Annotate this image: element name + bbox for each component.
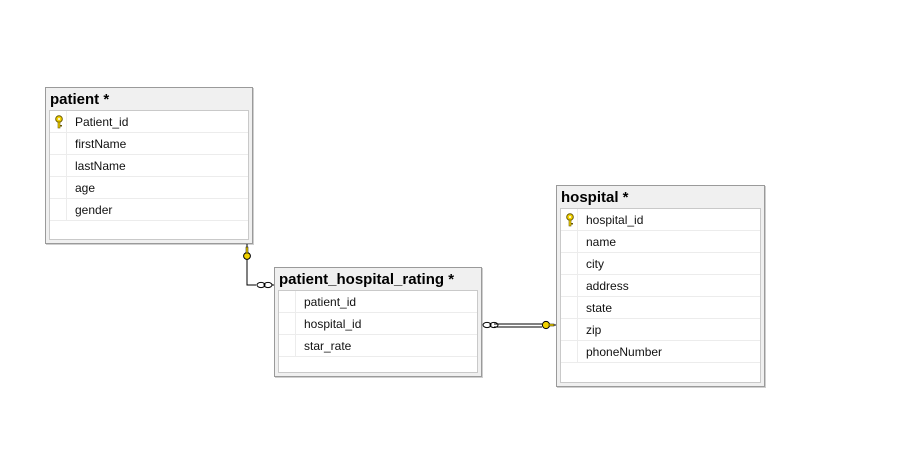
table-title-patient-hospital-rating: patient_hospital_rating * [279, 271, 455, 288]
column-name: hospital_id [586, 213, 644, 227]
key-icon [541, 320, 555, 330]
column-name: city [586, 257, 604, 271]
column-name: age [75, 181, 96, 195]
column-row[interactable]: firstName [50, 133, 248, 155]
column-row[interactable]: age [50, 177, 248, 199]
relationship-patient-rating[interactable] [243, 244, 274, 289]
column-row[interactable]: star_rate [279, 335, 477, 357]
row-selector[interactable] [561, 319, 578, 340]
row-selector[interactable] [279, 291, 296, 312]
column-row[interactable]: Patient_id [50, 111, 248, 133]
column-name: hospital_id [304, 317, 362, 331]
row-selector[interactable] [561, 253, 578, 274]
row-selector[interactable] [561, 209, 578, 230]
column-grid-hospital: hospital_id name city address state zip … [560, 208, 761, 383]
column-grid-patient-hospital-rating: patient_id hospital_id star_rate [278, 290, 478, 373]
table-hospital[interactable]: hospital * hospital_id name city address [556, 185, 765, 387]
column-name: state [586, 301, 613, 315]
column-name: Patient_id [75, 115, 129, 129]
key-icon [55, 115, 63, 129]
row-selector[interactable] [50, 111, 67, 132]
infinity-icon [482, 321, 499, 329]
key-icon [566, 213, 574, 227]
table-patient[interactable]: patient * Patient_id firstName lastName … [45, 87, 253, 244]
column-name: phoneNumber [586, 345, 663, 359]
row-selector[interactable] [50, 199, 67, 220]
column-name: name [586, 235, 617, 249]
column-row[interactable]: lastName [50, 155, 248, 177]
table-patient-hospital-rating[interactable]: patient_hospital_rating * patient_id hos… [274, 267, 482, 377]
infinity-icon [256, 281, 273, 289]
row-selector[interactable] [279, 335, 296, 356]
column-row[interactable]: phoneNumber [561, 341, 760, 363]
column-name: firstName [75, 137, 127, 151]
row-selector[interactable] [561, 341, 578, 362]
row-selector[interactable] [50, 133, 67, 154]
column-name: gender [75, 203, 113, 217]
column-row[interactable]: gender [50, 199, 248, 221]
row-selector[interactable] [50, 155, 67, 176]
column-grid-patient: Patient_id firstName lastName age gender [49, 110, 249, 240]
key-icon [243, 246, 251, 260]
column-row[interactable]: zip [561, 319, 760, 341]
row-selector[interactable] [561, 297, 578, 318]
column-name: lastName [75, 159, 126, 173]
column-row[interactable]: patient_id [279, 291, 477, 313]
column-row[interactable]: hospital_id [561, 209, 760, 231]
row-selector[interactable] [279, 313, 296, 334]
column-name: patient_id [304, 295, 357, 309]
column-row[interactable]: address [561, 275, 760, 297]
column-name: zip [586, 323, 602, 337]
relationship-hospital-rating[interactable] [482, 320, 556, 330]
row-selector[interactable] [561, 275, 578, 296]
column-row[interactable]: name [561, 231, 760, 253]
column-row[interactable]: hospital_id [279, 313, 477, 335]
column-row[interactable]: state [561, 297, 760, 319]
column-row[interactable]: city [561, 253, 760, 275]
row-selector[interactable] [50, 177, 67, 198]
column-name: star_rate [304, 339, 352, 353]
table-title-hospital: hospital * [561, 189, 629, 206]
row-selector[interactable] [561, 231, 578, 252]
table-title-patient: patient * [50, 91, 110, 108]
column-name: address [586, 279, 629, 293]
